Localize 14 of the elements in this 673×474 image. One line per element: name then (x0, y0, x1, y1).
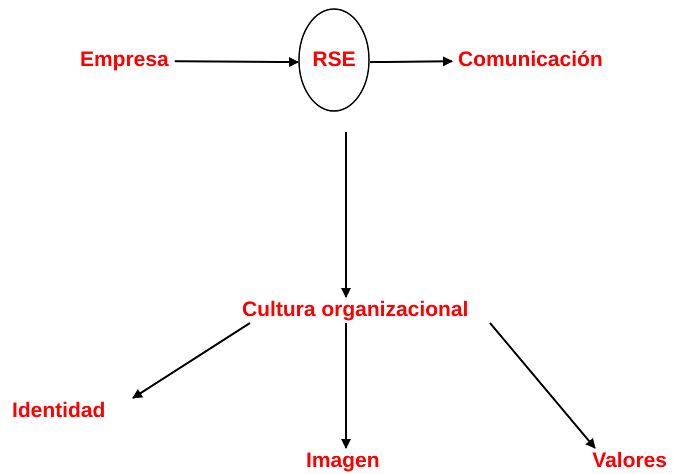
arrow (489, 322, 596, 449)
arrow (341, 132, 351, 298)
node-label: Imagen (305, 448, 381, 474)
node-label: Identidad (11, 398, 106, 424)
arrow (370, 56, 453, 66)
node-label: Empresa (79, 47, 170, 73)
node-label: Cultura organizacional (241, 297, 470, 323)
arrow (174, 57, 299, 68)
arrow (132, 322, 251, 399)
node-label: RSE (312, 48, 356, 72)
node-label: Comunicación (457, 47, 604, 73)
ellipse-node (298, 8, 370, 112)
node-label: Valores (591, 448, 668, 474)
arrow (341, 323, 351, 449)
